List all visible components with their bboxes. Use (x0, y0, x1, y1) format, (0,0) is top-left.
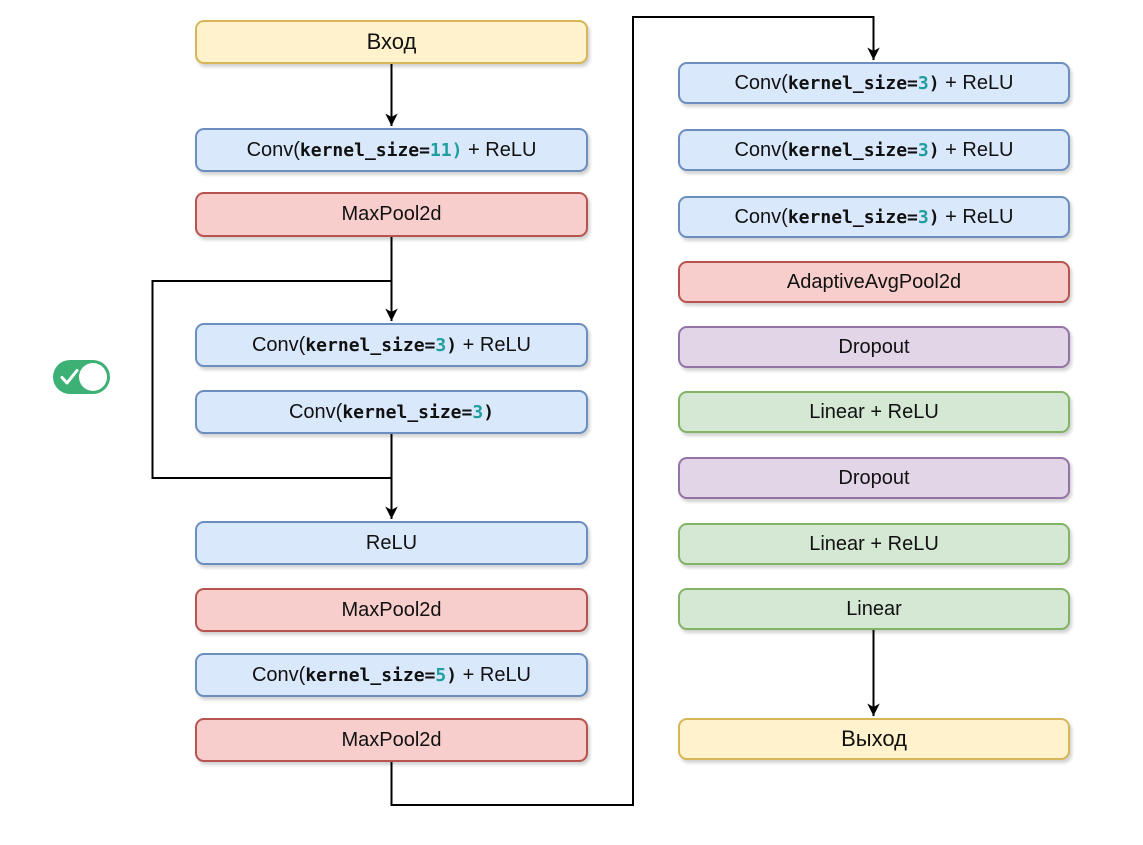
node-maxpool-2: MaxPool2d (195, 588, 588, 632)
node-label-code: kernel_size= (342, 401, 473, 423)
node-linear-out: Linear (678, 588, 1070, 630)
node-linear-relu-1: Linear + ReLU (678, 391, 1070, 433)
node-label: Dropout (838, 335, 910, 358)
node-conv-k3-d: Conv(kernel_size=3) + ReLU (678, 129, 1070, 171)
node-label-code: kernel_size= (305, 664, 436, 686)
node-maxpool-1: MaxPool2d (195, 192, 588, 237)
node-label: MaxPool2d (341, 598, 442, 621)
node-label: MaxPool2d (341, 728, 442, 751)
node-label-text: + ReLU (462, 138, 537, 161)
toggle-knob (79, 363, 107, 391)
node-maxpool-3: MaxPool2d (195, 718, 588, 762)
node-label: Вход (366, 29, 417, 54)
node-label-code: kernel_size= (787, 72, 918, 94)
node-label-text: Conv( (734, 138, 788, 161)
node-label: Linear + ReLU (809, 532, 939, 555)
node-label-code: kernel_size= (299, 139, 430, 161)
node-label: ReLU (365, 531, 418, 554)
node-label-close: ) (928, 139, 940, 161)
node-label: MaxPool2d (341, 203, 442, 225)
node-label-value: 3 (917, 206, 929, 228)
node-label-code: kernel_size= (787, 139, 918, 161)
node-label-text: + ReLU (939, 205, 1014, 228)
node-dropout-1: Dropout (678, 326, 1070, 368)
node-label-text: Conv( (246, 138, 300, 161)
node-label: AdaptiveAvgPool2d (786, 270, 962, 293)
node-label-value: 3 (917, 72, 929, 94)
node-label-close: ) (928, 72, 940, 94)
node-label-text: Conv( (734, 71, 788, 94)
node-dropout-2: Dropout (678, 457, 1070, 499)
node-label-close: ) (446, 334, 458, 356)
node-label: Linear (846, 597, 902, 620)
node-label-close: ) (928, 206, 940, 228)
node-label-text: + ReLU (939, 138, 1014, 161)
node-conv-k5: Conv(kernel_size=5) + ReLU (195, 653, 588, 697)
node-conv-k3-a: Conv(kernel_size=3) + ReLU (195, 323, 588, 367)
node-adaptive-avgpool: AdaptiveAvgPool2d (678, 261, 1070, 303)
node-label-value: 5 (435, 664, 447, 686)
node-label: Dropout (838, 466, 910, 489)
node-label-code: kernel_size= (305, 334, 436, 356)
node-label-close: ) (483, 401, 495, 423)
check-icon (60, 369, 79, 385)
residual-toggle[interactable] (53, 360, 110, 394)
node-label-close: ) (446, 664, 458, 686)
node-label: Выход (841, 726, 907, 751)
node-label: Linear + ReLU (809, 400, 939, 423)
node-conv-k11: Conv(kernel_size=11) + ReLU (195, 128, 588, 172)
node-input: Вход (195, 20, 588, 64)
node-relu: ReLU (195, 521, 588, 565)
node-output: Выход (678, 718, 1070, 760)
residual-skip-connection (151, 280, 392, 479)
node-conv-k3-c: Conv(kernel_size=3) + ReLU (678, 62, 1070, 104)
node-label-value: 3 (435, 334, 447, 356)
node-linear-relu-2: Linear + ReLU (678, 523, 1070, 565)
node-label-value: 3 (472, 401, 484, 423)
node-label-text: Conv( (734, 205, 788, 228)
node-label-text: + ReLU (457, 333, 532, 356)
node-label-text: Conv( (288, 400, 343, 423)
node-label-text: + ReLU (939, 71, 1014, 94)
node-label-text: Conv( (251, 333, 306, 356)
node-label-value: 11) (429, 139, 463, 161)
node-label-code: kernel_size= (787, 206, 918, 228)
node-label-text: + ReLU (457, 663, 532, 686)
node-label-text: Conv( (251, 663, 306, 686)
node-conv-k3-b: Conv(kernel_size=3) (195, 390, 588, 434)
node-label-value: 3 (917, 139, 929, 161)
node-conv-k3-e: Conv(kernel_size=3) + ReLU (678, 196, 1070, 238)
